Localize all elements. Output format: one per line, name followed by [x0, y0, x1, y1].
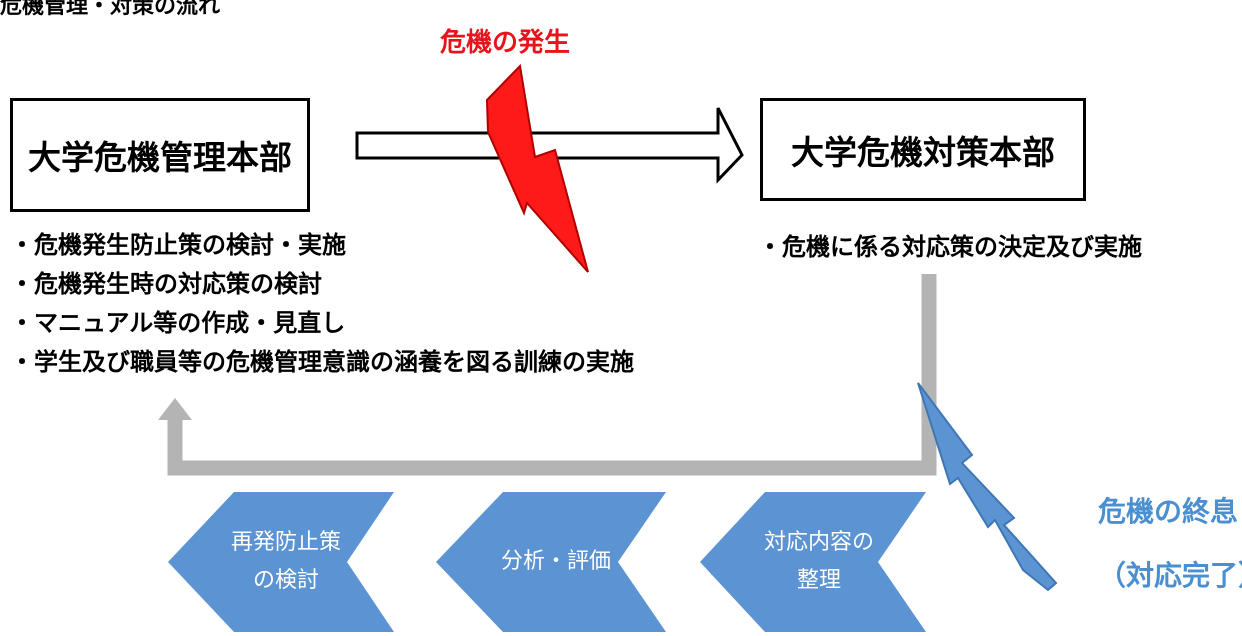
step-label-line1: 対応内容の	[763, 530, 874, 555]
step-label-line1: 再発防止策	[230, 530, 341, 555]
crisis-end-label: 危機の終息 （対応完了）	[1098, 480, 1242, 608]
end-lightning-icon	[917, 382, 1058, 592]
step-chevron-1	[700, 492, 926, 632]
crisis-response-hq-title: 大学危機対策本部	[791, 132, 1055, 172]
crisis-lightning-icon	[485, 63, 589, 273]
page-title: 危機管理・対策の流れ	[0, 0, 221, 19]
step-label-prevention: 再発防止策 の検討	[206, 524, 366, 600]
crisis-response-hq-box: 大学危機対策本部	[760, 98, 1086, 201]
response-task-item: ・危機に係る対応策の決定及び実施	[758, 233, 1142, 261]
step-chevron-2	[436, 492, 666, 632]
crisis-management-hq-box: 大学危機管理本部	[10, 98, 310, 212]
return-arrow	[167, 274, 937, 476]
crisis-end-label-line1: 危機の終息	[1098, 495, 1239, 528]
step-label-line2: 整理	[796, 568, 841, 593]
step-label-organize: 対応内容の 整理	[742, 524, 896, 600]
management-task-item: ・マニュアル等の作成・見直し	[10, 309, 346, 337]
step-label-analysis: 分析・評価	[476, 543, 636, 581]
management-task-list: ・危機発生防止策の検討・実施 ・危機発生時の対応策の検討 ・マニュアル等の作成・…	[10, 226, 634, 382]
response-task-list: ・危機に係る対応策の決定及び実施	[758, 229, 1142, 265]
management-task-item: ・危機発生防止策の検討・実施	[10, 231, 346, 259]
step-chevron-3	[168, 492, 394, 632]
return-arrow-head	[158, 398, 192, 420]
step-label-line2: の検討	[252, 568, 319, 593]
crisis-end-label-line2: （対応完了）	[1098, 559, 1242, 592]
management-task-item: ・学生及び職員等の危機管理意識の涵養を図る訓練の実施	[10, 348, 634, 376]
management-task-item: ・危機発生時の対応策の検討	[10, 270, 322, 298]
crisis-occurrence-label: 危機の発生	[440, 28, 571, 58]
crisis-management-hq-title: 大学危機管理本部	[28, 138, 292, 177]
step-label-line1: 分析・評価	[500, 549, 611, 574]
transition-arrow	[355, 107, 744, 184]
